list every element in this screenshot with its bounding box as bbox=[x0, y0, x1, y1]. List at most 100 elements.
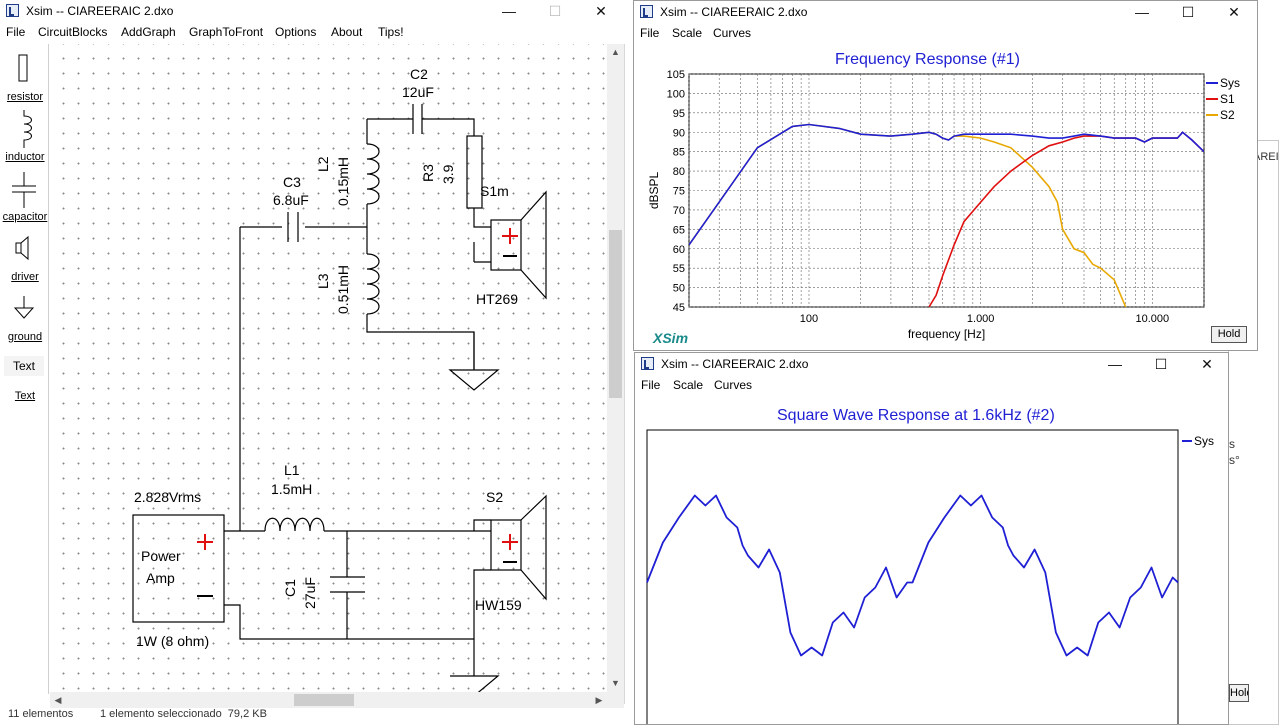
minimize-icon[interactable]: — bbox=[502, 3, 516, 19]
schematic-window: Xsim -- CIAREERAIC 2.dxo — ☐ ✕ File Circ… bbox=[0, 0, 628, 725]
square-titlebar[interactable]: Xsim -- CIAREERAIC 2.dxo — ☐ ✕ bbox=[635, 353, 1228, 375]
menu-about[interactable]: About bbox=[331, 25, 363, 39]
y-tick-label: 100 bbox=[667, 88, 685, 100]
hold-button[interactable]: Hold bbox=[1211, 326, 1247, 343]
square-wave-chart[interactable]: Sys bbox=[635, 425, 1228, 725]
c2-value: 12uF bbox=[402, 84, 434, 100]
horizontal-scroll-thumb[interactable] bbox=[294, 694, 354, 706]
l3-value: 0.51mH bbox=[335, 264, 351, 314]
inductor-icon[interactable] bbox=[12, 110, 36, 150]
minimize-icon[interactable]: — bbox=[1108, 356, 1122, 372]
status-items: 11 elementos bbox=[8, 708, 74, 720]
background-partial-text-3: s° bbox=[1229, 453, 1240, 467]
y-tick-label: 55 bbox=[673, 263, 685, 275]
minimize-icon[interactable]: — bbox=[1135, 4, 1149, 20]
square-wave-window: Xsim -- CIAREERAIC 2.dxo — ☐ ✕ File Scal… bbox=[634, 352, 1229, 725]
status-bar: 11 elementos 1 elemento seleccionado 79,… bbox=[0, 708, 628, 725]
text-tool-preview[interactable]: Text bbox=[4, 356, 44, 376]
toolbox-capacitor[interactable]: capacitor bbox=[2, 211, 48, 223]
toolbox-ground[interactable]: ground bbox=[7, 331, 43, 343]
y-axis-label: dBSPL bbox=[647, 171, 661, 209]
menu-options[interactable]: Options bbox=[275, 25, 317, 39]
amp-power: 1W (8 ohm) bbox=[136, 633, 210, 649]
scroll-left-icon[interactable]: ◀ bbox=[54, 695, 62, 705]
series-line-sys bbox=[689, 123, 1204, 246]
amp-label-power: Power bbox=[141, 548, 181, 564]
s2-model: HW159 bbox=[475, 597, 522, 613]
horizontal-scrollbar[interactable]: ◀ ▶ bbox=[50, 692, 624, 708]
toolbox-driver[interactable]: driver bbox=[11, 271, 39, 283]
menu-tips[interactable]: Tips! bbox=[378, 25, 404, 39]
background-window-strip bbox=[624, 44, 635, 704]
menu-curves[interactable]: Curves bbox=[714, 378, 753, 392]
r3-value: 3.9 bbox=[440, 164, 456, 184]
freq-graph-title: Frequency Response (#1) bbox=[835, 51, 1020, 68]
s1-model: HT269 bbox=[476, 291, 519, 307]
l2-value: 0.15mH bbox=[335, 156, 351, 206]
status-selected: 1 elemento seleccionado 79,2 KB bbox=[100, 708, 267, 720]
freq-window-title: Xsim -- CIAREERAIC 2.dxo bbox=[660, 5, 808, 19]
s2-name: S2 bbox=[486, 489, 504, 505]
menu-file[interactable]: File bbox=[641, 378, 661, 392]
schematic-canvas[interactable]: C2 12uF C3 6.8uF L2 0.15mH R3 3.9 L3 0.5… bbox=[50, 44, 607, 692]
square-window-title: Xsim -- CIAREERAIC 2.dxo bbox=[661, 357, 809, 371]
vertical-scroll-thumb[interactable] bbox=[609, 230, 622, 398]
toolbox-inductor[interactable]: inductor bbox=[5, 151, 45, 163]
toolbox-text[interactable]: Text bbox=[14, 390, 36, 402]
schematic-titlebar[interactable]: Xsim -- CIAREERAIC 2.dxo — ☐ ✕ bbox=[0, 0, 628, 22]
freq-titlebar[interactable]: Xsim -- CIAREERAIC 2.dxo — ☐ ✕ bbox=[634, 1, 1257, 23]
resistor-icon[interactable] bbox=[14, 52, 34, 88]
y-tick-label: 65 bbox=[673, 224, 685, 236]
c1-value: 27uF bbox=[302, 577, 318, 609]
y-tick-label: 45 bbox=[673, 302, 685, 314]
menu-scale[interactable]: Scale bbox=[672, 26, 703, 40]
l3-name: L3 bbox=[315, 273, 331, 289]
plot-area bbox=[646, 429, 1179, 724]
l1-name: L1 bbox=[284, 462, 300, 478]
legend-label-sys: Sys bbox=[1220, 76, 1240, 90]
menu-scale[interactable]: Scale bbox=[673, 378, 704, 392]
close-icon[interactable]: ✕ bbox=[1201, 356, 1213, 372]
menu-circuitblocks[interactable]: CircuitBlocks bbox=[38, 25, 108, 39]
x-axis-label: frequency [Hz] bbox=[908, 327, 985, 341]
scroll-down-icon[interactable]: ▼ bbox=[611, 678, 620, 688]
close-icon[interactable]: ✕ bbox=[595, 3, 607, 19]
maximize-icon[interactable]: ☐ bbox=[1181, 4, 1195, 20]
x-tick-label: 1.000 bbox=[967, 313, 995, 325]
scroll-up-icon[interactable]: ▲ bbox=[611, 47, 620, 57]
menu-curves[interactable]: Curves bbox=[713, 26, 752, 40]
toolbox-resistor[interactable]: resistor bbox=[6, 91, 44, 103]
app-icon bbox=[641, 357, 654, 370]
menu-graphtofront[interactable]: GraphToFront bbox=[189, 25, 264, 39]
menu-addgraph[interactable]: AddGraph bbox=[121, 25, 176, 39]
square-menubar: File Scale Curves bbox=[635, 375, 1228, 395]
vertical-scrollbar[interactable]: ▲ ▼ bbox=[607, 44, 624, 692]
background-partial-text-1: AREI bbox=[1253, 151, 1279, 163]
menu-file[interactable]: File bbox=[640, 26, 660, 40]
maximize-icon[interactable]: ☐ bbox=[548, 3, 562, 19]
legend-label-s1: S1 bbox=[1220, 92, 1235, 106]
schematic-window-title: Xsim -- CIAREERAIC 2.dxo bbox=[26, 4, 174, 18]
background-hold-button[interactable]: Hold bbox=[1229, 684, 1249, 702]
y-tick-label: 90 bbox=[673, 127, 685, 139]
ground-icon[interactable] bbox=[12, 294, 36, 324]
frequency-response-window: Xsim -- CIAREERAIC 2.dxo — ☐ ✕ File Scal… bbox=[633, 0, 1258, 351]
legend-label-s2: S2 bbox=[1220, 108, 1235, 122]
y-tick-label: 80 bbox=[673, 166, 685, 178]
app-icon bbox=[6, 4, 19, 17]
menu-file[interactable]: File bbox=[6, 25, 26, 39]
square-graph-title: Square Wave Response at 1.6kHz (#2) bbox=[777, 407, 1055, 424]
y-tick-label: 50 bbox=[673, 283, 685, 295]
y-tick-label: 75 bbox=[673, 186, 685, 198]
x-tick-label: 100 bbox=[800, 313, 818, 325]
capacitor-icon[interactable] bbox=[10, 170, 38, 210]
c3-name: C3 bbox=[283, 174, 301, 190]
close-icon[interactable]: ✕ bbox=[1228, 4, 1240, 20]
scroll-right-icon[interactable]: ▶ bbox=[595, 695, 603, 705]
maximize-icon[interactable]: ☐ bbox=[1154, 356, 1168, 372]
driver-icon[interactable] bbox=[12, 234, 36, 264]
y-tick-label: 95 bbox=[673, 108, 685, 120]
c2-name: C2 bbox=[410, 66, 428, 82]
x-tick-label: 10.000 bbox=[1135, 313, 1169, 325]
